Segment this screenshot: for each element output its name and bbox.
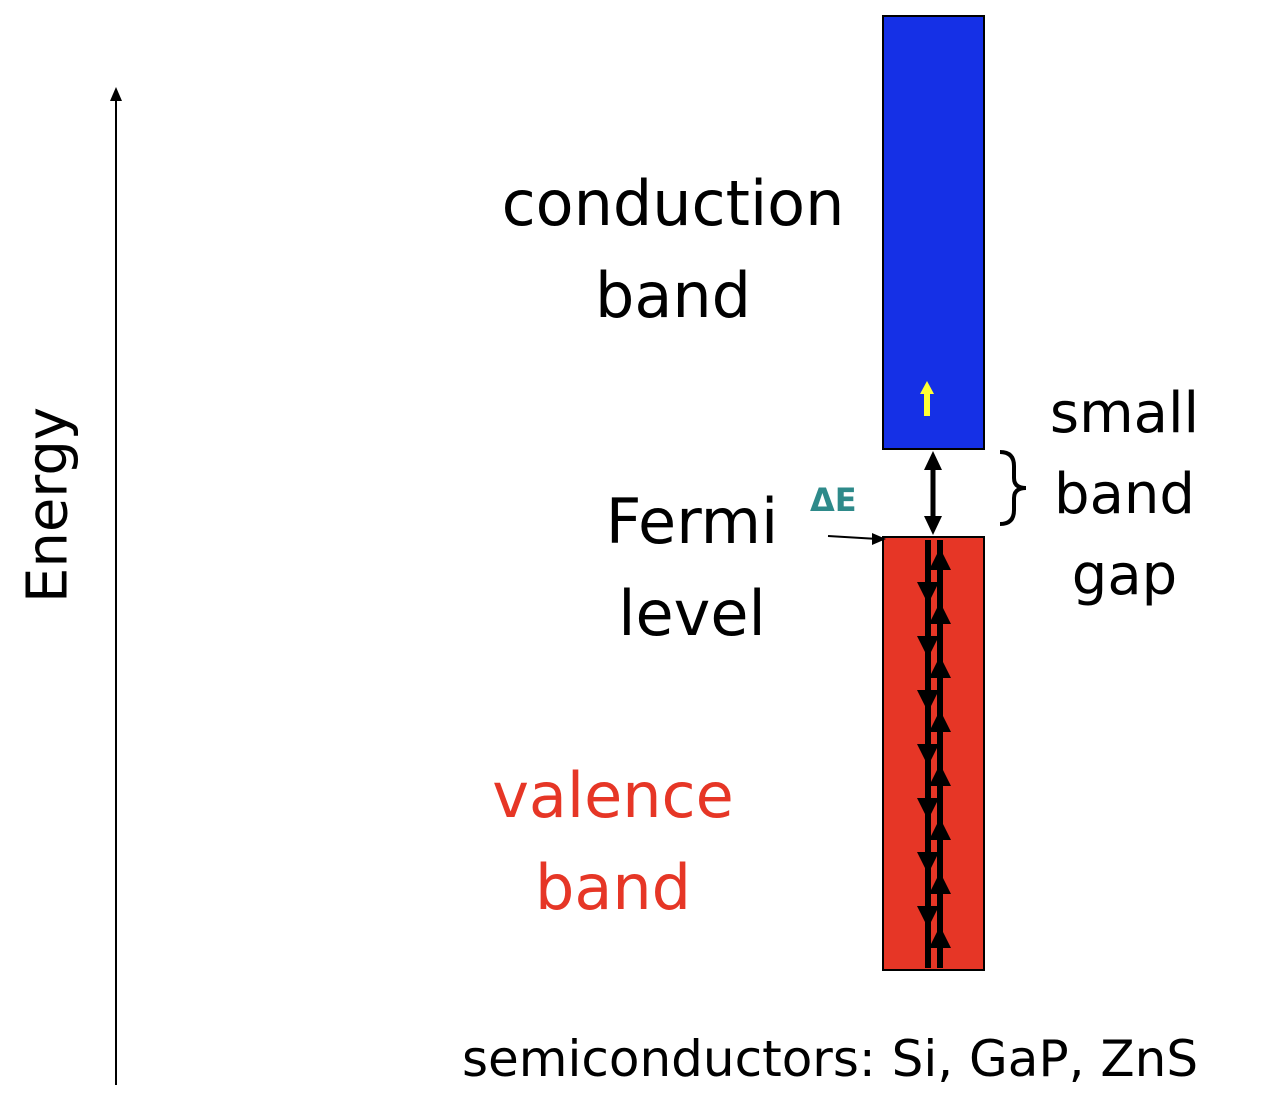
electron-arrow-mark	[917, 582, 939, 604]
electron-arrow-mark	[929, 710, 951, 732]
delta-e-label: ΔE	[810, 481, 857, 519]
band-gap-label-line: gap	[1071, 543, 1178, 608]
valence-band-label-line: valence	[492, 759, 734, 832]
electron-arrow-mark	[929, 872, 951, 894]
valence-band-label: valence band	[478, 750, 748, 934]
electron-arrow-mark	[917, 852, 939, 874]
fermi-pointer-arrow-icon	[827, 533, 886, 545]
electron-arrow-mark	[917, 690, 939, 712]
electron-arrow-mark	[929, 818, 951, 840]
fermi-level-label-line: Fermi	[605, 485, 779, 558]
conduction-band-label-line: conduction	[501, 167, 845, 240]
electron-arrow-mark	[929, 764, 951, 786]
electron-arrow-mark	[917, 798, 939, 820]
electron-arrow-mark	[929, 548, 951, 570]
conduction-band-label: conduction band	[498, 158, 848, 342]
electron-spin-pairs-icon	[917, 540, 951, 968]
electron-arrow-mark	[917, 636, 939, 658]
electron-arrow-mark	[917, 906, 939, 928]
energy-axis-label: Energy	[15, 406, 81, 604]
electron-arrow-mark	[917, 744, 939, 766]
band-gap-label-line: small	[1049, 381, 1200, 446]
electron-arrow-mark	[929, 602, 951, 624]
energy-axis-arrow-icon	[110, 87, 122, 1085]
conduction-band-label-line: band	[595, 259, 751, 332]
band-gap-label: small band gap	[1042, 373, 1207, 616]
fermi-level-label-line: level	[618, 577, 766, 650]
conduction-band	[882, 15, 985, 450]
valence-band-label-line: band	[535, 851, 691, 924]
band-gap-brace-icon	[999, 450, 1027, 526]
band-gap-label-line: band	[1054, 462, 1195, 527]
fermi-level-label: Fermi level	[592, 476, 792, 660]
band-gap-double-arrow-icon	[924, 451, 942, 535]
electron-arrow-mark	[929, 656, 951, 678]
semiconductor-examples-caption: semiconductors: Si, GaP, ZnS	[462, 1030, 1199, 1088]
excited-electron-arrow-icon	[920, 381, 934, 416]
electron-arrow-mark	[929, 926, 951, 948]
